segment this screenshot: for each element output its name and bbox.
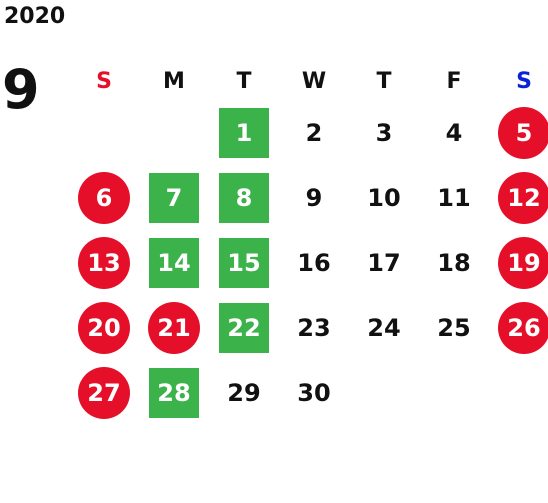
weekday-saturday: S [516,68,532,94]
calendar-day-cell: 16 [279,230,349,295]
calendar-day-cell: 10 [349,165,419,230]
calendar-day-cell: 20 [69,295,139,360]
calendar-day[interactable]: 17 [367,248,401,277]
calendar-day-cell [419,360,489,425]
calendar-day[interactable]: 3 [375,118,393,147]
calendar-day-cell: 3 [349,100,419,165]
calendar-day[interactable]: 10 [367,183,401,212]
calendar-day[interactable]: 11 [437,183,471,212]
calendar-day-cell [349,360,419,425]
calendar-day-cell: 12 [489,165,548,230]
calendar-day-cell: 29 [209,360,279,425]
calendar-day[interactable]: 19 [498,236,548,289]
calendar-year: 2020 [4,4,66,29]
calendar-day[interactable]: 22 [219,302,269,353]
calendar-day-cell: 5 [489,100,548,165]
calendar-day[interactable]: 15 [219,237,269,288]
calendar-day[interactable]: 24 [367,313,401,342]
calendar-day[interactable]: 1 [219,107,269,158]
calendar-day-cell: 13 [69,230,139,295]
calendar-day-cell: 28 [139,360,209,425]
calendar-day-cell: 8 [209,165,279,230]
calendar-day[interactable]: 29 [227,378,261,407]
calendar-day[interactable]: 4 [445,118,463,147]
calendar-day[interactable]: 25 [437,313,471,342]
calendar-month-number: 9 [2,58,40,121]
calendar-day-cell: 24 [349,295,419,360]
calendar-week-row: 27 28 29 30 [69,360,548,425]
weekday-friday: F [446,68,462,94]
calendar-day[interactable]: 2 [305,118,323,147]
calendar-day[interactable]: 26 [498,301,548,354]
calendar-day[interactable]: 12 [498,171,548,224]
calendar-week-row: 13 14 15 16 17 18 19 [69,230,548,295]
weekday-wednesday: W [301,68,327,94]
calendar-day-cell: 30 [279,360,349,425]
calendar-day-cell [69,100,139,165]
calendar-day-cell: 15 [209,230,279,295]
weekday-tuesday: T [236,68,252,94]
calendar-day-cell: 1 [209,100,279,165]
calendar-day[interactable]: 8 [219,172,269,223]
calendar-day[interactable]: 21 [148,301,200,354]
calendar-day[interactable]: 6 [78,171,130,224]
calendar-day[interactable]: 27 [78,366,130,419]
calendar-week-row: 20 21 22 23 24 25 26 [69,295,548,360]
calendar-day[interactable]: 28 [149,367,199,418]
calendar-day-cell: 25 [419,295,489,360]
calendar-day-cell: 6 [69,165,139,230]
calendar-day[interactable]: 30 [297,378,331,407]
calendar-day[interactable]: 16 [297,248,331,277]
calendar-day-cell: 2 [279,100,349,165]
calendar-day[interactable]: 13 [78,236,130,289]
calendar-day-cell [489,360,548,425]
calendar-day[interactable]: 7 [149,172,199,223]
calendar-day-cell: 22 [209,295,279,360]
calendar-day[interactable]: 14 [149,237,199,288]
calendar-day-cell: 23 [279,295,349,360]
calendar-day-cell: 27 [69,360,139,425]
calendar-day-cell: 7 [139,165,209,230]
calendar-day[interactable]: 20 [78,301,130,354]
calendar-day-cell: 17 [349,230,419,295]
calendar-day-cell: 18 [419,230,489,295]
calendar-day-cell: 11 [419,165,489,230]
calendar-day[interactable]: 9 [305,183,323,212]
calendar-day-cell: 9 [279,165,349,230]
calendar-day-cell: 21 [139,295,209,360]
calendar-day[interactable]: 23 [297,313,331,342]
calendar-day-cell [139,100,209,165]
calendar-day-cell: 14 [139,230,209,295]
calendar-day[interactable]: 18 [437,248,471,277]
calendar-week-row: 1 2 3 4 5 [69,100,548,165]
weekday-sunday: S [96,68,112,94]
calendar-day-cell: 26 [489,295,548,360]
calendar-day-cell: 4 [419,100,489,165]
weekday-monday: M [163,68,185,94]
weekday-thursday: T [376,68,392,94]
weekday-header-row: S M T W T F S [69,62,548,100]
calendar-day-cell: 19 [489,230,548,295]
calendar-day[interactable]: 5 [498,106,548,159]
